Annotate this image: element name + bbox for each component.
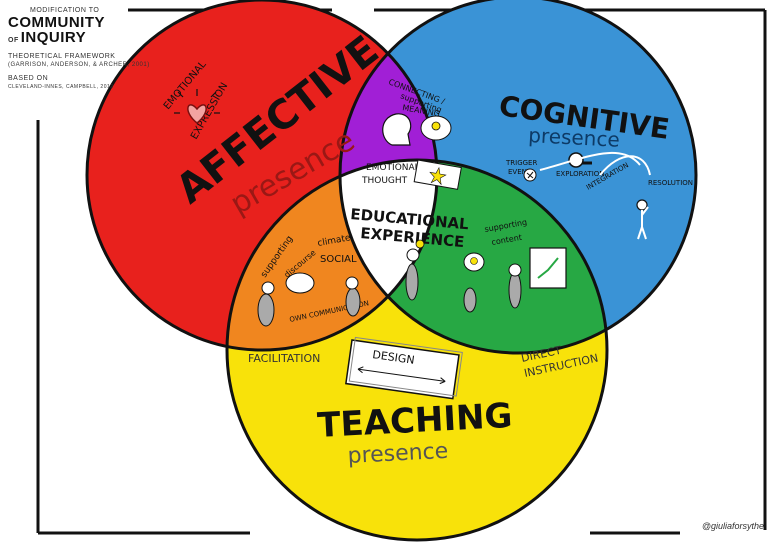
person-icon (405, 248, 420, 301)
title-of: OF (8, 37, 19, 44)
design-label: DESIGN (372, 348, 416, 367)
title-line-2: INQUIRY (20, 29, 87, 46)
lightbulb-icon (463, 252, 485, 272)
exploration-label: EXPLORATION (556, 170, 605, 178)
emotional-thought-label-1: EMOTIONAL (366, 163, 420, 173)
chart-board-icon (529, 247, 567, 289)
lightbulb-icon (415, 239, 425, 249)
resolution-label: RESOLUTION (648, 179, 693, 187)
star-icon (413, 159, 462, 190)
based-on-label: BASED ON (8, 75, 49, 82)
frame-lines (36, 8, 767, 535)
person-icon (463, 263, 522, 313)
facilitation-label: FACILITATION (248, 352, 320, 365)
thought-bubble-icon (420, 115, 452, 141)
head-icon (382, 113, 412, 146)
framework-label: THEORETICAL FRAMEWORK (8, 53, 116, 60)
teaching-subtitle: presence (347, 439, 449, 469)
teaching-outline (225, 158, 609, 542)
social-label: SOCIAL (320, 254, 357, 265)
authors-label: (GARRISON, ANDERSON, & ARCHER, 2001) (8, 62, 150, 68)
based-source-label: CLEVELAND-INNES, CAMPBELL, 2012 (8, 84, 114, 90)
event-label: EVENT (508, 168, 532, 176)
process-arrow (539, 151, 641, 171)
emotional-thought-label-2: THOUGHT (361, 176, 408, 186)
thought-bubble-icon (285, 272, 315, 294)
heart-icon (174, 89, 220, 124)
person-icon (257, 276, 361, 327)
cognitive-subtitle: presence (528, 123, 621, 152)
trigger-label: TRIGGER (505, 159, 537, 167)
trigger-event-icon (523, 168, 537, 182)
title-line-1: COMMUNITY (8, 14, 105, 31)
affective-teaching-overlap (227, 160, 437, 350)
document-icon (345, 336, 463, 400)
person-icon (636, 199, 649, 240)
author-credit: @giuliaforsythe (701, 521, 764, 531)
pre-title: MODIFICATION TO (30, 7, 100, 14)
